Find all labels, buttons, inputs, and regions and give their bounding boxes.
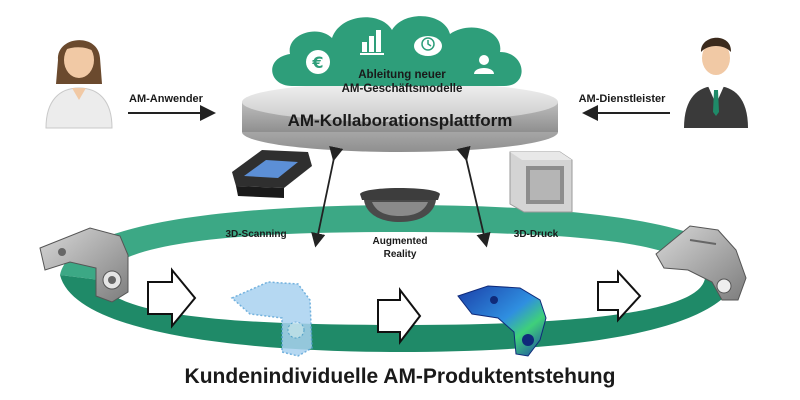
euro-icon: €	[306, 50, 330, 74]
original-part-image	[39, 227, 129, 303]
clock-icon	[414, 36, 442, 56]
scanning-label: 3D-Scanning	[225, 229, 286, 240]
cloud-text-line2: AM-Geschäftsmodelle	[342, 83, 463, 95]
printing-platform-arrow	[456, 145, 491, 248]
ar-headset-image	[360, 188, 440, 222]
3d-printer-image	[509, 151, 573, 213]
user-label: AM-Anwender	[129, 93, 204, 105]
printed-part-image	[655, 225, 747, 301]
scanning-platform-arrow	[311, 145, 344, 248]
provider-label: AM-Dienstleister	[579, 93, 667, 105]
process-title: Kundenindividuelle AM-Produktentstehung	[185, 365, 616, 388]
platform-disc	[242, 82, 558, 152]
user-avatar-female	[45, 40, 113, 129]
platform-title: AM-Kollaborationsplattform	[288, 111, 513, 130]
bar-chart-icon	[360, 30, 384, 55]
cloud-text-line1: Ableitung neuer	[358, 69, 446, 81]
user-icon	[474, 55, 494, 74]
3d-scanner-image	[232, 150, 312, 198]
scanned-point-cloud-image	[230, 281, 313, 357]
simulation-part-image	[457, 285, 547, 357]
ar-label-line1: Augmented	[373, 236, 428, 247]
provider-avatar-male	[684, 37, 748, 128]
svg-text:€: €	[311, 53, 323, 72]
process-step-arrow	[147, 267, 197, 329]
process-step-arrow	[377, 287, 422, 345]
printing-label: 3D-Druck	[514, 229, 559, 240]
process-ring	[60, 205, 740, 352]
process-step-arrow	[597, 269, 642, 323]
business-model-cloud	[272, 16, 522, 87]
ar-label-line2: Reality	[384, 249, 417, 260]
